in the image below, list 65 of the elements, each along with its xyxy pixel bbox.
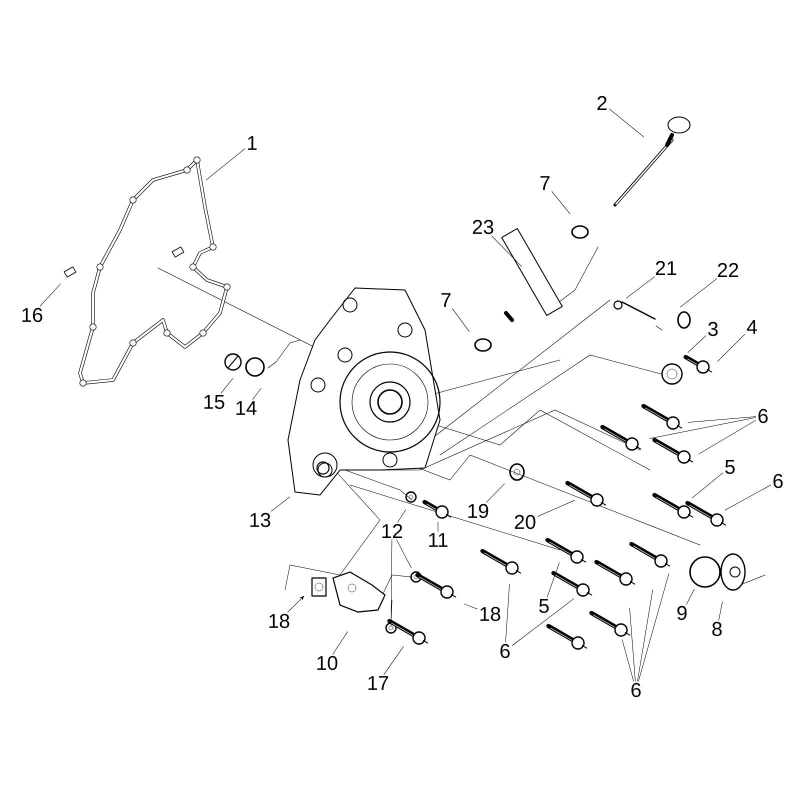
leader-line xyxy=(512,598,574,646)
callout-number: 20 xyxy=(514,514,536,530)
leader-line xyxy=(686,588,695,604)
leader-line xyxy=(220,378,234,394)
leader-line xyxy=(688,416,756,423)
callout-number: 18 xyxy=(269,614,290,628)
callout-number: 6 xyxy=(773,474,783,488)
callout-number: 18 xyxy=(480,606,500,622)
callout-number: 8 xyxy=(712,622,722,636)
leader-line xyxy=(271,496,290,512)
callout-number: 16 xyxy=(22,308,42,322)
leader-line xyxy=(206,148,245,180)
leader-line xyxy=(390,539,392,618)
callout-number: 21 xyxy=(656,261,676,275)
leader-line xyxy=(629,608,636,682)
callout-number: 23 xyxy=(472,220,494,234)
leader-line xyxy=(464,604,478,610)
callout-number: 6 xyxy=(758,408,768,424)
callout-number: 3 xyxy=(708,322,718,336)
leader-line xyxy=(491,236,522,267)
leader-line xyxy=(505,584,510,642)
leader-line xyxy=(724,484,771,510)
leader-line xyxy=(452,308,470,332)
leader-line xyxy=(384,646,404,675)
leader-line xyxy=(609,108,644,138)
leader-line xyxy=(680,278,718,308)
callout-number: 13 xyxy=(250,512,270,528)
leader-line xyxy=(288,596,304,612)
leader-line xyxy=(396,539,412,568)
callout-number: 7 xyxy=(441,293,451,307)
leader-line xyxy=(538,500,575,517)
callout-number: 5 xyxy=(725,460,735,474)
leader-line xyxy=(397,509,406,523)
callout-number: 5 xyxy=(539,599,549,613)
callout-number: 1 xyxy=(248,136,257,150)
callout-number: 19 xyxy=(468,504,488,518)
leader-line xyxy=(688,336,706,353)
callout-number: 10 xyxy=(317,656,338,670)
leader-line xyxy=(486,484,505,502)
leader-line xyxy=(717,334,745,362)
callout-number: 22 xyxy=(718,263,738,277)
callout-number: 12 xyxy=(382,524,402,538)
leader-line xyxy=(637,590,653,682)
callout-number: 4 xyxy=(746,320,757,334)
callout-number: 11 xyxy=(429,533,448,547)
leader-line xyxy=(692,472,723,498)
leader-line xyxy=(552,191,570,214)
leader-line xyxy=(546,562,560,598)
leader-line xyxy=(332,631,348,654)
leader-line xyxy=(718,602,723,620)
callout-number: 17 xyxy=(368,676,388,690)
callout-number: 2 xyxy=(597,96,607,110)
leader-line xyxy=(40,284,61,306)
leader-line xyxy=(252,388,262,400)
callout-number: 9 xyxy=(677,606,687,620)
callout-number: 6 xyxy=(500,644,510,658)
leader-line xyxy=(698,420,756,454)
leader-line xyxy=(626,276,655,298)
leader-line xyxy=(622,639,634,682)
callout-number: 14 xyxy=(236,401,257,415)
leader-line xyxy=(638,573,670,682)
callout-number: 15 xyxy=(204,395,224,409)
callout-number: 6 xyxy=(631,682,641,698)
callout-number: 7 xyxy=(540,176,550,190)
leader-line xyxy=(650,417,756,439)
